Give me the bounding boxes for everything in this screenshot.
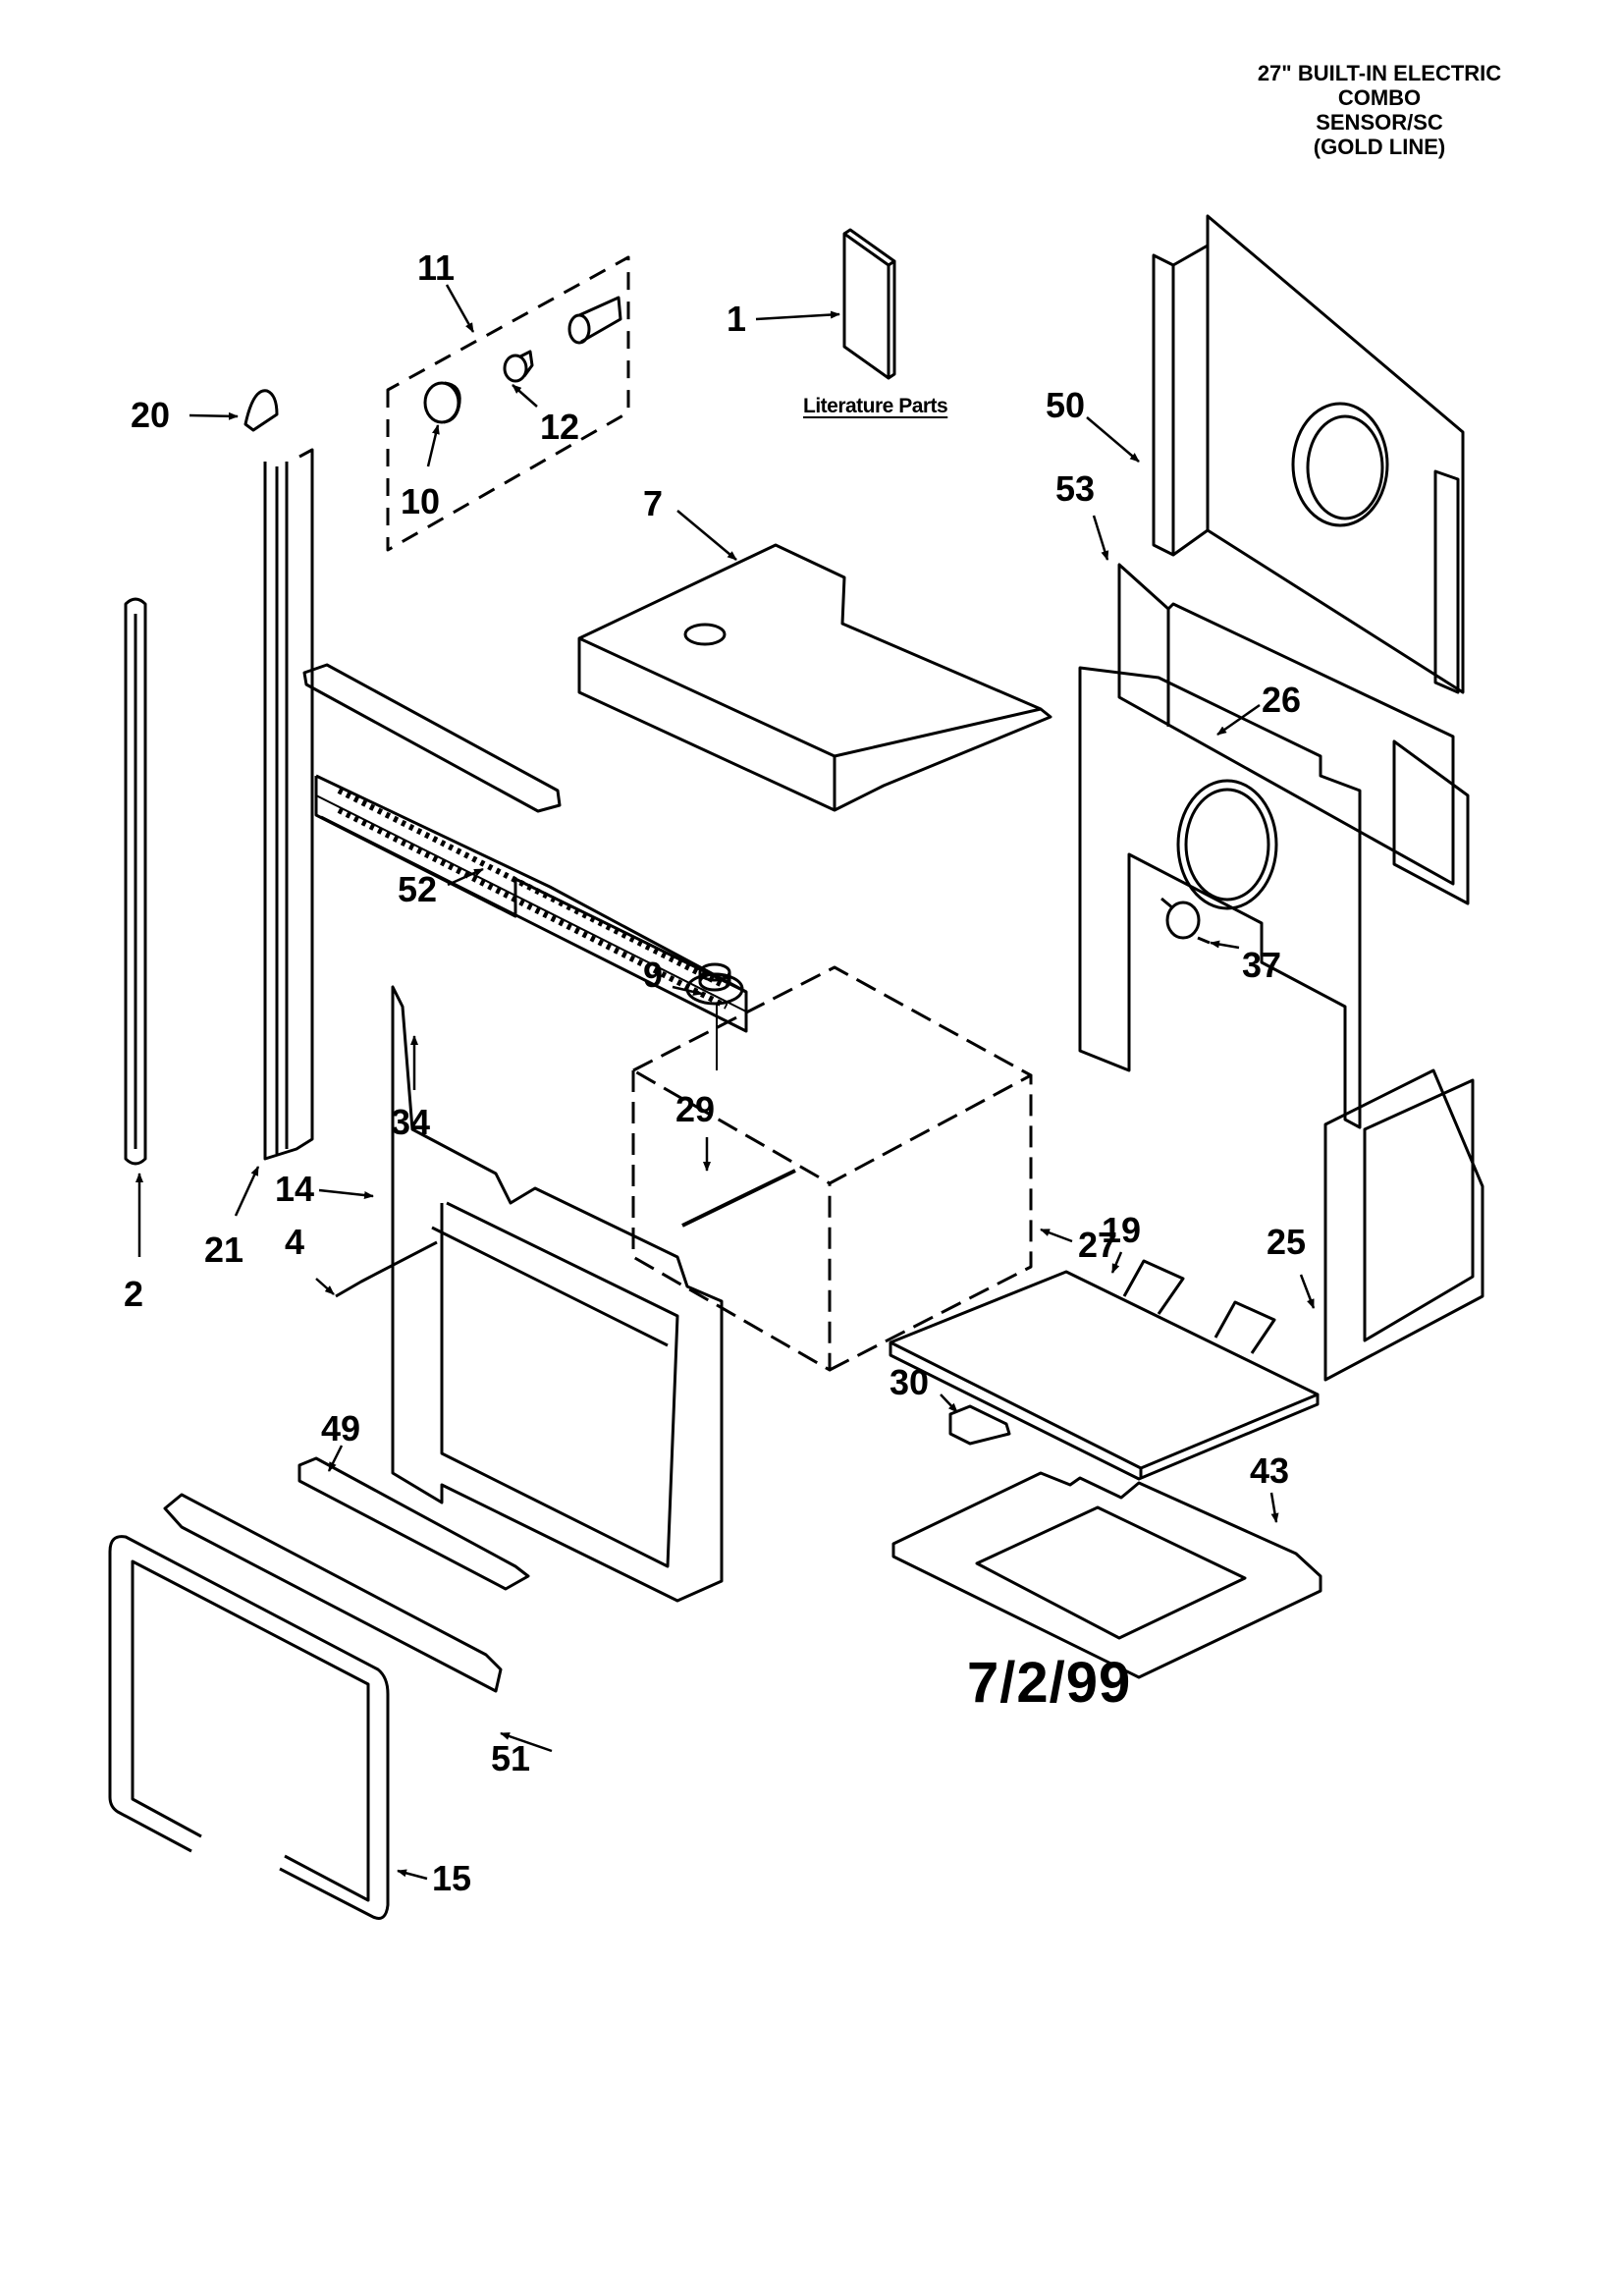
- leader-11: [445, 284, 475, 333]
- callout-leaders: [135, 284, 1316, 1881]
- title-line-2: COMBO: [1337, 85, 1422, 110]
- light-assembly-dashed-box: [386, 255, 630, 552]
- callout-11: 11: [417, 247, 456, 288]
- title-line-1: 27" BUILT-IN ELECTRIC: [1257, 61, 1502, 85]
- callout-43: 43: [1250, 1450, 1290, 1491]
- leader-20: [189, 411, 239, 420]
- leader-53: [1092, 515, 1109, 561]
- light-bulb-part: [503, 350, 534, 383]
- leader-30: [940, 1394, 958, 1413]
- lower-trim-part: [163, 1493, 503, 1693]
- date-stamp: 7/2/99: [967, 1651, 1132, 1715]
- side-panel-right-part: [1323, 1068, 1484, 1382]
- title-line-3: SENSOR/SC: [1316, 110, 1443, 135]
- top-trim-part: [302, 663, 562, 813]
- callout-29: 29: [675, 1089, 716, 1129]
- callout-26: 26: [1262, 680, 1302, 720]
- leader-9: [672, 985, 703, 996]
- trim-cap-part: [243, 389, 279, 432]
- callout-10: 10: [401, 481, 441, 521]
- callout-37: 37: [1242, 945, 1282, 985]
- leader-10: [426, 424, 440, 467]
- base-frame-part: [891, 1471, 1322, 1679]
- leader-27: [1040, 1228, 1073, 1243]
- vent-trim-part: [314, 774, 748, 1033]
- callout-27: 27: [1078, 1225, 1118, 1265]
- lower-channel-part: [297, 1456, 530, 1591]
- leader-26: [1216, 703, 1261, 737]
- leader-12: [512, 384, 538, 408]
- leader-15: [397, 1869, 428, 1881]
- leader-25: [1299, 1274, 1316, 1309]
- callout-4: 4: [285, 1222, 305, 1262]
- thermostat-part: [1160, 897, 1211, 945]
- title-line-4: (GOLD LINE): [1313, 135, 1446, 159]
- leader-4: [315, 1278, 335, 1295]
- bottom-panel-part: [889, 1259, 1320, 1481]
- side-trim-left-part: [124, 597, 147, 1166]
- callout-53: 53: [1055, 468, 1096, 509]
- literature-parts-label: Literature Parts: [803, 395, 948, 417]
- leader-1: [755, 310, 840, 321]
- leader-50: [1086, 416, 1140, 463]
- diagram-title: 27" BUILT-IN ELECTRIC COMBO SENSOR/SC (G…: [1217, 61, 1541, 159]
- callout-50: 50: [1046, 385, 1086, 425]
- bracket-part: [948, 1404, 1011, 1446]
- callout-14: 14: [275, 1169, 315, 1209]
- leader-7: [676, 510, 737, 561]
- callout-7: 7: [643, 483, 664, 523]
- light-socket-part: [567, 296, 622, 345]
- back-cover-part: [1152, 214, 1465, 694]
- leader-19: [1110, 1251, 1123, 1274]
- leader-43: [1269, 1492, 1279, 1523]
- callout-51: 51: [491, 1738, 531, 1778]
- leader-51: [500, 1731, 553, 1753]
- sensor-knob-part: [685, 962, 744, 1070]
- screw-part: [335, 1240, 438, 1298]
- door-gasket-part: [108, 1535, 390, 1920]
- callout-2: 2: [124, 1274, 144, 1314]
- front-frame-part: [391, 985, 724, 1603]
- leader-49: [327, 1445, 344, 1472]
- rear-panel-part: [1078, 666, 1470, 1129]
- insulation-panel-part: [1117, 563, 1455, 886]
- leader-52: [447, 867, 484, 887]
- leader-37: [1210, 940, 1240, 950]
- callout-15: 15: [432, 1858, 472, 1898]
- oven-cavity-part: [631, 965, 1033, 1372]
- callout-49: 49: [321, 1408, 361, 1449]
- callout-30: 30: [890, 1362, 930, 1402]
- leader-21: [234, 1166, 260, 1217]
- callout-9: 9: [643, 955, 664, 995]
- callout-19: 19: [1102, 1210, 1142, 1250]
- callout-52: 52: [398, 869, 438, 909]
- callout-1: 1: [727, 299, 747, 339]
- callout-34: 34: [391, 1102, 431, 1142]
- leader-14: [318, 1188, 374, 1200]
- side-trim-right-part: [263, 448, 314, 1161]
- top-panel-part: [577, 543, 1052, 812]
- callout-21: 21: [204, 1230, 244, 1270]
- literature-booklet-part: [842, 228, 896, 380]
- rack-support-rod: [681, 1169, 796, 1228]
- light-lens-part: [423, 381, 461, 424]
- callout-20: 20: [131, 395, 171, 435]
- callout-25: 25: [1267, 1222, 1307, 1262]
- callout-12: 12: [540, 407, 580, 447]
